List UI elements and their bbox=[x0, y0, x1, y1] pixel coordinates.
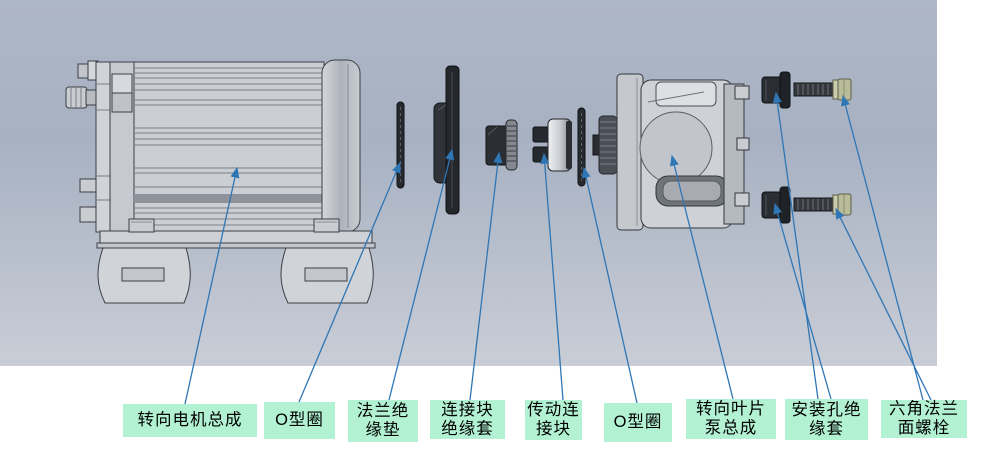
label-o-ring-2: O型圈 bbox=[604, 403, 672, 442]
leader-lines bbox=[184, 91, 932, 405]
hex-flange-bolt-bottom-drawing bbox=[793, 193, 852, 216]
connection-block-sleeve-drawing bbox=[485, 119, 518, 171]
label-hex-flange-bolt: 六角法兰 面螺栓 bbox=[881, 400, 967, 438]
mounting-hole-sleeve-top-drawing bbox=[761, 71, 791, 109]
label-steering-motor-assembly: 转向电机总成 bbox=[123, 404, 257, 437]
flange-insulation-pad-drawing bbox=[433, 65, 460, 215]
label-drive-connection-block: 传动连 接块 bbox=[525, 400, 582, 440]
label-mounting-hole-sleeve: 安装孔绝 缘套 bbox=[785, 399, 868, 440]
o-ring-2-drawing bbox=[577, 107, 586, 187]
label-connection-block-sleeve: 连接块 绝缘套 bbox=[430, 400, 505, 439]
steering-motor-drawing bbox=[65, 59, 376, 304]
mounting-hole-sleeve-bottom-drawing bbox=[761, 186, 791, 224]
label-vane-pump-assembly: 转向叶片 泵总成 bbox=[686, 399, 776, 439]
cable-gland-icon bbox=[65, 86, 99, 109]
hex-flange-bolt-top-drawing bbox=[793, 78, 852, 101]
label-o-ring-1: O型圈 bbox=[264, 402, 335, 439]
drive-connection-block-drawing bbox=[532, 118, 572, 172]
o-ring-1-drawing bbox=[396, 101, 405, 189]
label-flange-insulation-pad: 法兰绝 缘垫 bbox=[348, 400, 418, 442]
vane-pump-drawing bbox=[592, 73, 750, 231]
